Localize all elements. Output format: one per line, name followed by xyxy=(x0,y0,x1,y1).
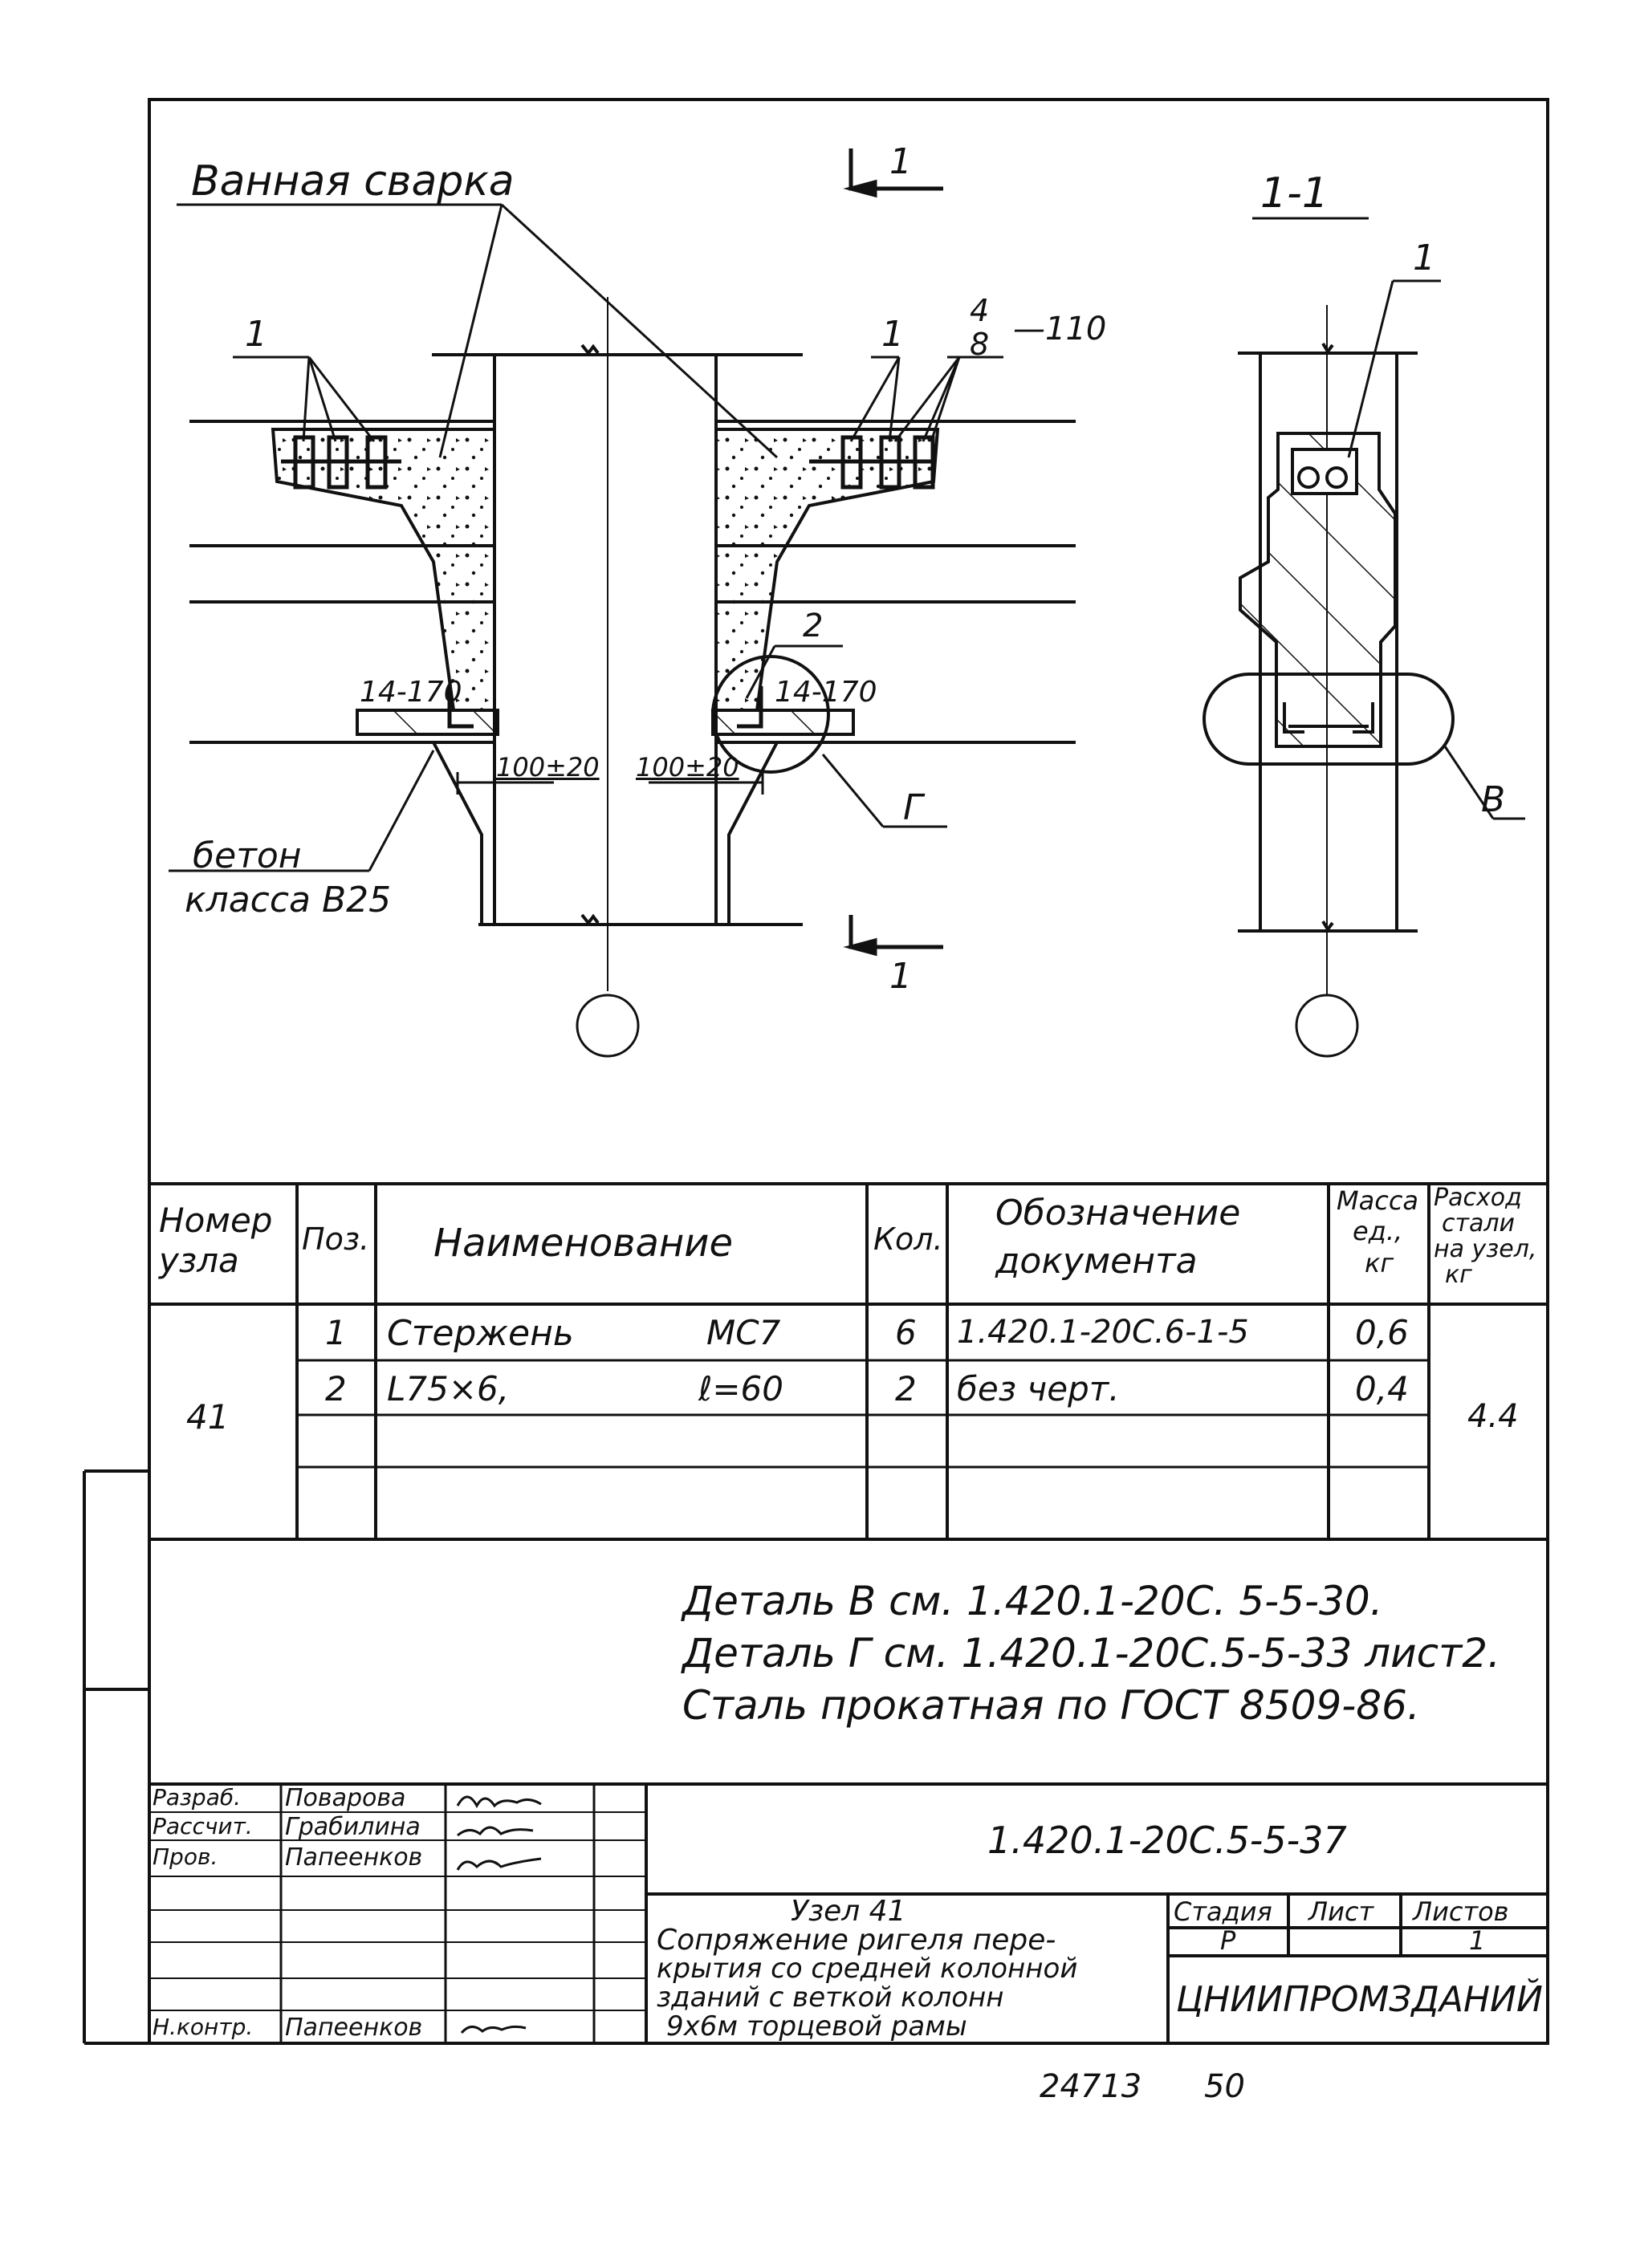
pos-1-left-label: 1 xyxy=(245,314,267,355)
detail-v-label: В xyxy=(1481,779,1506,820)
spec-table-grid xyxy=(149,1182,1548,1541)
stage-header: Стадия xyxy=(1174,1896,1272,1927)
title-line-3: крытия со средней колонной xyxy=(657,1953,1078,1985)
header-node-no-2: узла xyxy=(159,1241,239,1280)
header-steel-4: кг xyxy=(1445,1261,1472,1289)
header-mass-1: Масса xyxy=(1337,1185,1419,1216)
gap-dim-right: 100±20 xyxy=(636,752,739,782)
row-2-pos: 2 xyxy=(325,1369,347,1408)
pos-8-label: 8 xyxy=(970,327,990,362)
doc-code: 1.420.1-20С.5-5-37 xyxy=(987,1819,1347,1862)
node-number: 41 xyxy=(186,1397,230,1437)
header-mass-3: кг xyxy=(1365,1248,1394,1278)
header-steel-1: Расход xyxy=(1434,1184,1522,1212)
note-2: Деталь Г см. 1.420.1-20С.5-5-33 лист2. xyxy=(682,1630,1500,1677)
total-steel: 4.4 xyxy=(1467,1398,1519,1435)
sheets-value: 1 xyxy=(1469,1925,1486,1956)
sheet-frame xyxy=(83,98,1549,2045)
name-1: Поварова xyxy=(285,1784,406,1812)
leader-lines xyxy=(169,203,1003,872)
header-name: Наименование xyxy=(433,1221,734,1266)
header-doc-1: Обозначение xyxy=(995,1193,1241,1234)
row-2-mass: 0,4 xyxy=(1355,1369,1409,1408)
row-2-mark: ℓ=60 xyxy=(698,1369,783,1408)
weld-spec-right: 14-170 xyxy=(775,676,877,709)
pos-1-section-label: 1 xyxy=(1413,238,1435,278)
role-3: Пров. xyxy=(153,1843,218,1870)
title-line-4: зданий с веткой колонн xyxy=(657,1981,1004,2014)
row-1-doc: 1.420.1-20С.6-1-5 xyxy=(957,1314,1249,1351)
gap-dim-left: 100±20 xyxy=(496,752,600,782)
header-doc-2: документа xyxy=(995,1241,1198,1282)
row-2-name: L75×6, xyxy=(387,1369,510,1408)
weld-spec-top: —110 xyxy=(1013,311,1107,348)
role-1: Разраб. xyxy=(153,1784,242,1811)
pos-1-right-label: 1 xyxy=(881,314,904,355)
row-2-qty: 2 xyxy=(895,1369,917,1408)
header-pos: Поз. xyxy=(302,1221,370,1257)
organization: ЦНИИПРОМЗДАНИЙ xyxy=(1176,1979,1543,2020)
title-line-1: Узел 41 xyxy=(791,1895,906,1928)
section-1-1-view xyxy=(1203,217,1525,995)
header-qty: Кол. xyxy=(873,1221,943,1257)
pos-4-label: 4 xyxy=(970,293,990,328)
concrete-label-2: класса В25 xyxy=(185,880,392,921)
sheet-header: Лист xyxy=(1308,1896,1374,1927)
row-1-mark: МС7 xyxy=(706,1313,781,1352)
row-2-doc: без черт. xyxy=(957,1369,1120,1408)
role-2: Рассчит. xyxy=(153,1813,253,1839)
row-1-qty: 6 xyxy=(895,1313,917,1352)
page-number: 50 xyxy=(1204,2068,1245,2105)
note-3: Сталь прокатная по ГОСТ 8509-86. xyxy=(682,1682,1420,1729)
sheets-header: Листов xyxy=(1413,1896,1509,1927)
section-mark-bottom: 1 xyxy=(889,956,912,997)
concrete-label-1: бетон xyxy=(193,835,302,876)
row-1-pos: 1 xyxy=(325,1313,347,1352)
header-steel-2: стали xyxy=(1442,1209,1516,1238)
header-node-no-1: Номер xyxy=(159,1201,273,1240)
section-mark-top: 1 xyxy=(889,141,912,182)
row-1-name: Стержень xyxy=(387,1313,574,1354)
detail-g-label: Г xyxy=(903,787,923,828)
title-line-2: Сопряжение ригеля пере- xyxy=(657,1924,1056,1957)
signatures xyxy=(456,1795,542,2034)
inventory-number: 24713 xyxy=(1040,2068,1142,2105)
note-1: Деталь В см. 1.420.1-20С. 5-5-30. xyxy=(682,1578,1383,1624)
left-beam-section xyxy=(271,428,499,736)
name-3: Папеенков xyxy=(285,1843,423,1872)
name-2: Грабилина xyxy=(285,1813,421,1841)
pos-2-label: 2 xyxy=(803,608,824,644)
axis-markers xyxy=(576,994,1359,1058)
stage-value: Р xyxy=(1220,1925,1236,1956)
role-7: Н.контр. xyxy=(153,2014,254,2040)
section-cut-marks xyxy=(843,148,943,957)
name-7: Папеенков xyxy=(285,2014,423,2042)
header-mass-2: ед., xyxy=(1353,1216,1403,1246)
header-steel-3: на узел, xyxy=(1434,1235,1537,1263)
section-title: 1-1 xyxy=(1260,169,1329,217)
row-1-mass: 0,6 xyxy=(1355,1313,1409,1352)
title-block-grid xyxy=(149,1782,1548,2043)
title-line-5: 9х6м торцевой рамы xyxy=(666,2010,967,2042)
weld-spec-left: 14-170 xyxy=(360,676,462,709)
weld-label: Ванная сварка xyxy=(191,157,515,205)
